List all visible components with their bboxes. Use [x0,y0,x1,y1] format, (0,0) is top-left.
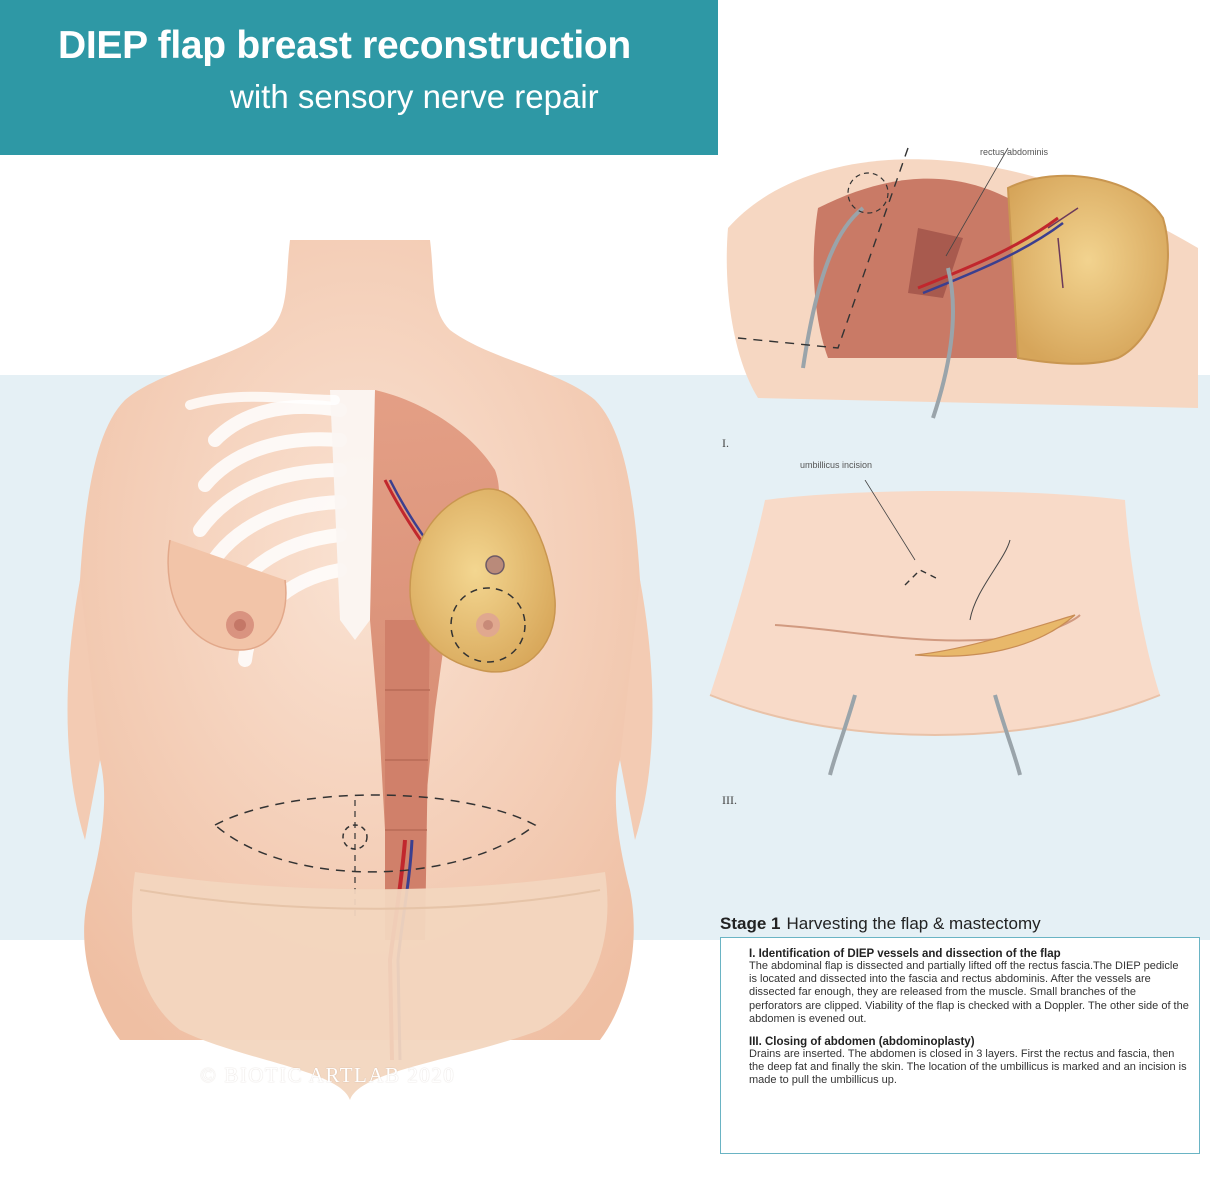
stage-heading: Stage 1 Harvesting the flap & mastectomy [720,914,1041,934]
stage-number: Stage 1 [720,914,781,933]
figure-iii-marker: III. [722,793,737,807]
section-1-heading: I. Identification of DIEP vessels and di… [749,948,1061,960]
page-title: DIEP flap breast reconstruction [58,24,631,67]
section-3-text: Drains are inserted. The abdomen is clos… [749,1048,1187,1087]
torso-illustration [67,240,653,1100]
stage-title: Harvesting the flap & mastectomy [786,914,1041,933]
flap-dissection-figure [726,147,1198,419]
stage-description-box: I. Identification of DIEP vessels and di… [720,937,1200,1154]
umbillicus-incision-label: umbillicus incision [800,460,873,470]
figure-i-marker: I. [722,436,729,450]
section-3-heading: III. Closing of abdomen (abdominoplasty) [749,1036,975,1049]
section-1-text: The abdominal flap is dissected and part… [749,960,1189,1025]
page-subtitle: with sensory nerve repair [230,78,599,115]
abdomen-closure-figure [709,480,1161,776]
copyright-watermark: © BIOTIC ARTLAB 2020 [200,1063,456,1087]
rectus-abdominis-label: rectus abdominis [980,147,1049,157]
title-banner: DIEP flap breast reconstruction with sen… [0,0,718,155]
